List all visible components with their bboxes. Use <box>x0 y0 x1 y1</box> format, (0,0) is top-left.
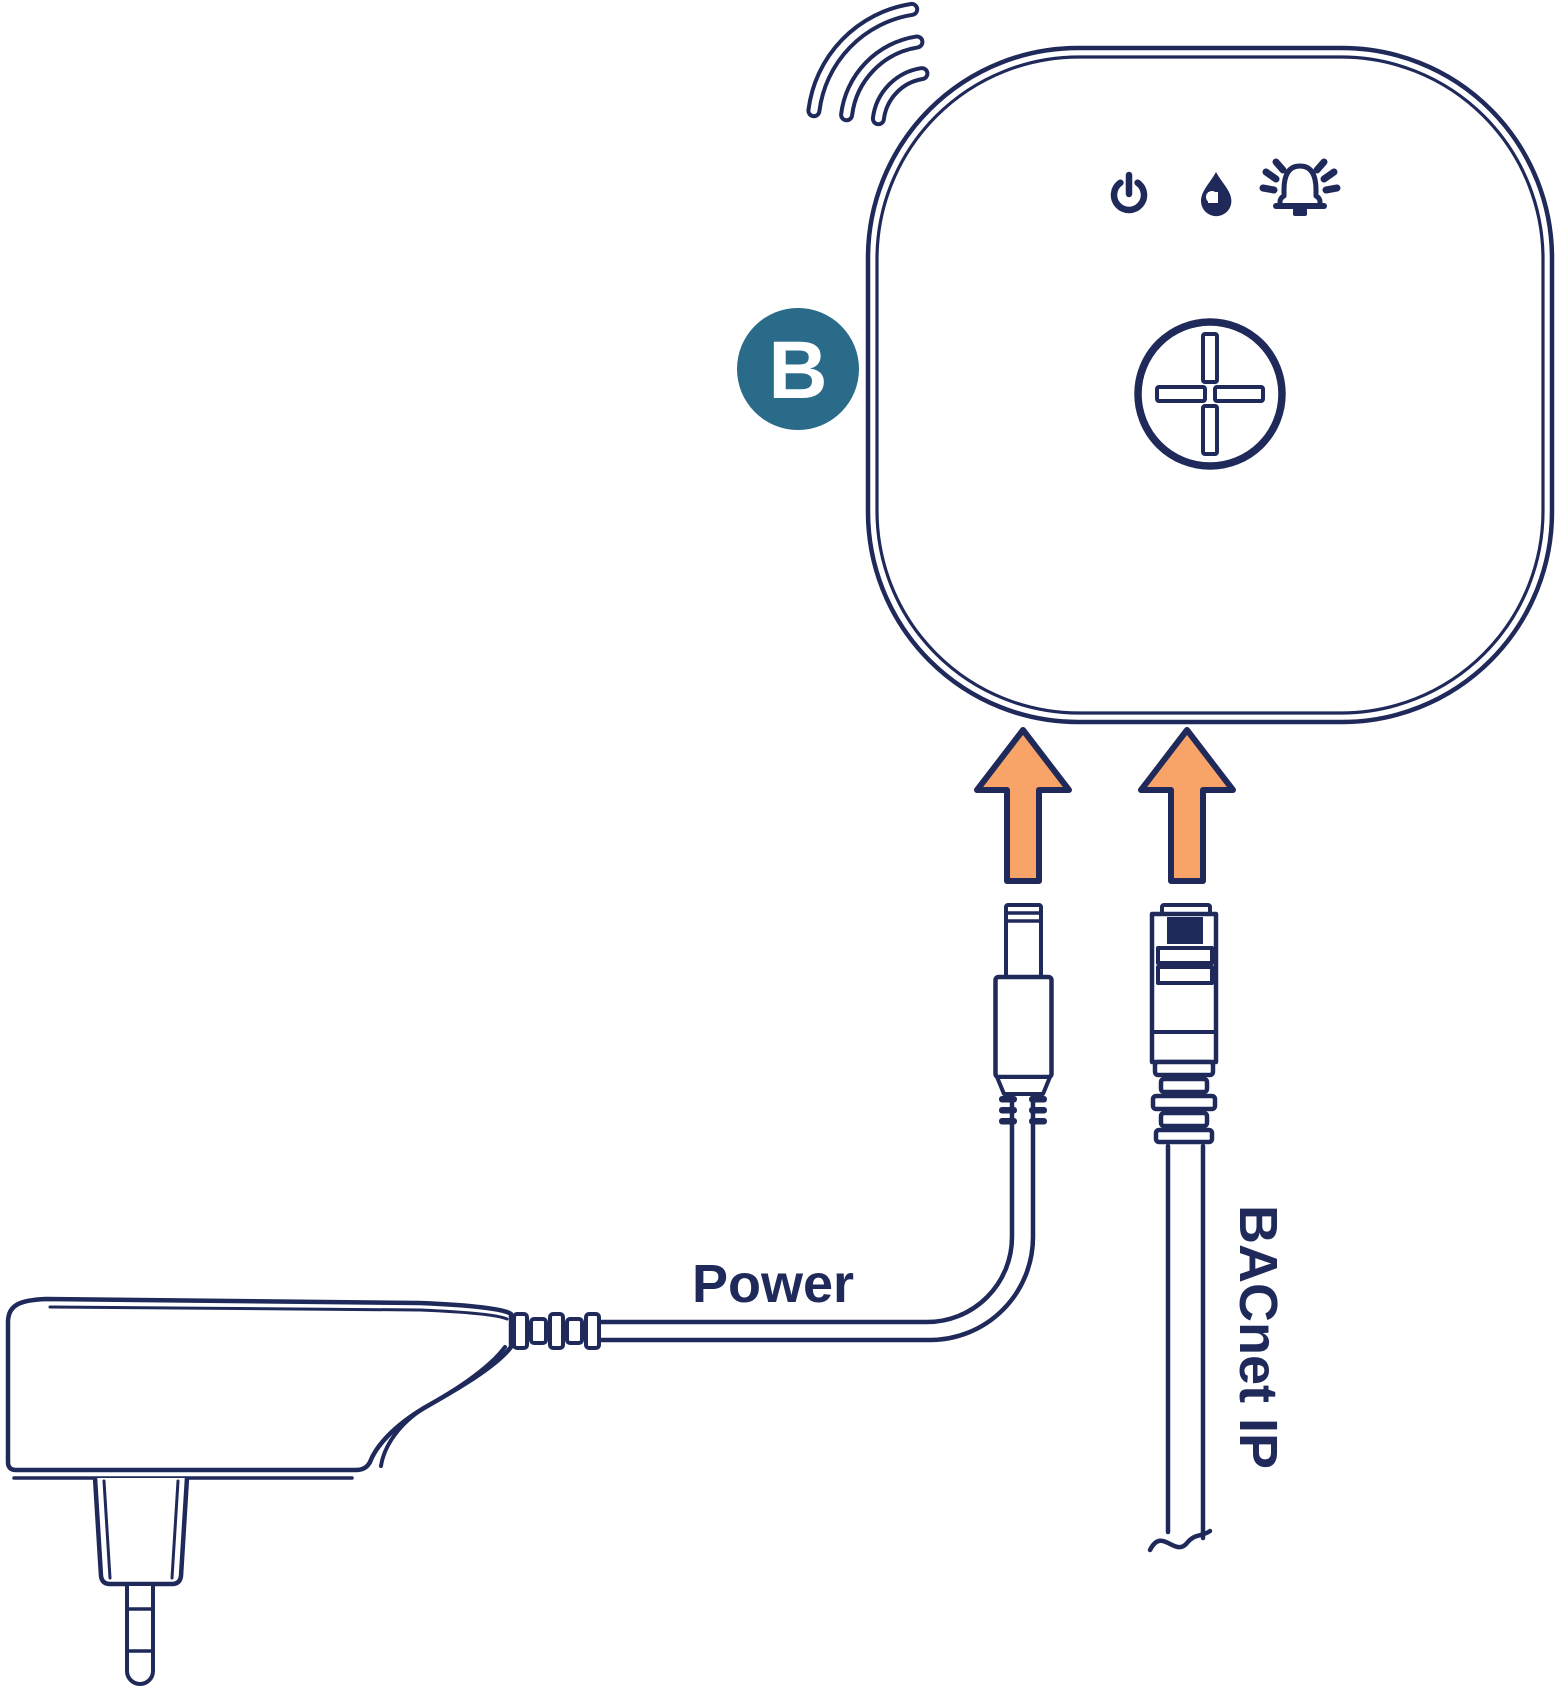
power-adapter <box>5 1296 601 1686</box>
ethernet-cable <box>1147 1143 1213 1553</box>
gateway-device <box>865 45 1555 725</box>
dc-power-connector <box>993 903 1054 1125</box>
cable-break-mark <box>1147 1528 1213 1553</box>
adapter-body <box>5 1296 514 1473</box>
alarm-bell-led-icon <box>1259 158 1341 216</box>
adapter-plug-pin <box>92 1477 190 1686</box>
water-drop-led-icon <box>1201 172 1232 217</box>
step-b-badge: B <box>737 308 859 430</box>
rj45-boot <box>1150 1059 1218 1145</box>
dc-strain-relief <box>999 1096 1047 1125</box>
pair-button <box>1134 318 1286 470</box>
power-cable <box>597 1091 1036 1343</box>
power-led-icon <box>1110 171 1148 214</box>
connect-arrow-power <box>974 727 1072 884</box>
rj45-connector <box>1149 903 1219 1145</box>
pair-button-cross-icon <box>1155 332 1265 456</box>
connect-arrow-ethernet <box>1138 727 1236 884</box>
bacnet-ip-label: BACnet IP <box>1228 1205 1288 1469</box>
adapter-strain-relief <box>512 1312 601 1350</box>
power-cable-label: Power <box>692 1254 854 1314</box>
rj45-clip <box>1167 917 1203 944</box>
wifi-signal-icon <box>806 1 930 127</box>
step-b-label: B <box>768 325 827 416</box>
